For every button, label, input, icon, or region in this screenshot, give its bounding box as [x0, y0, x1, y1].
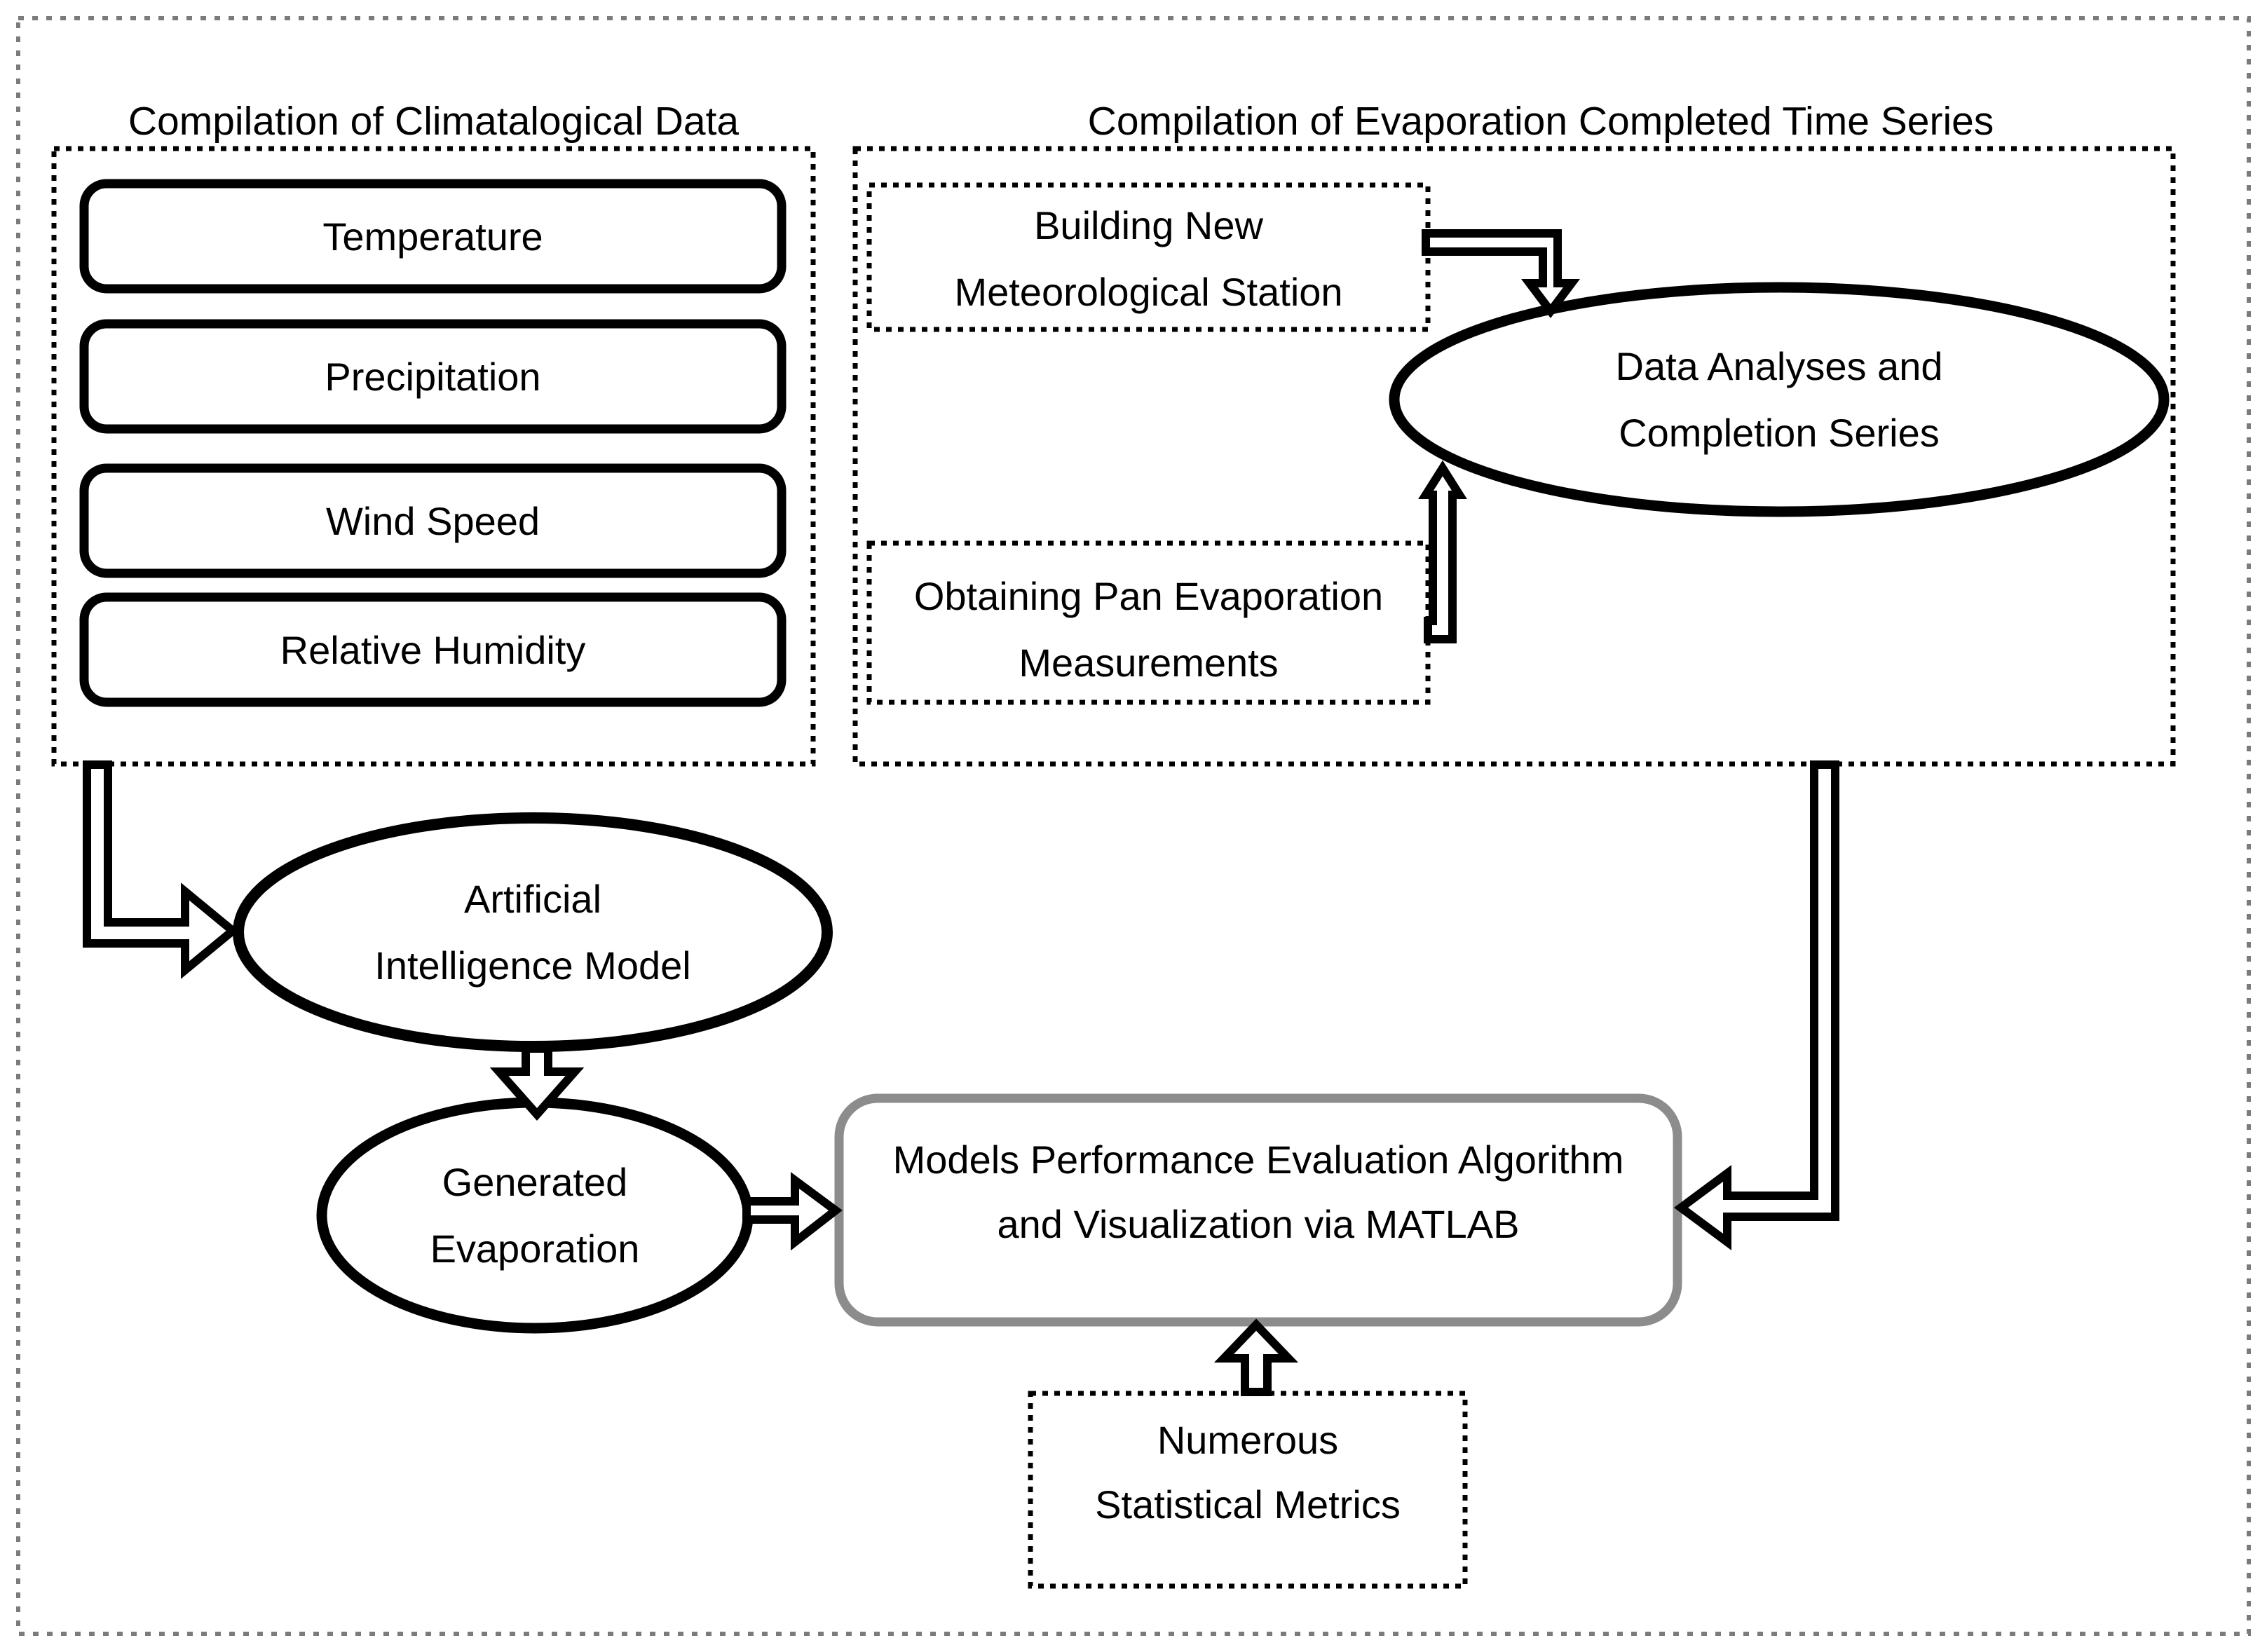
arrow-metrics-to-matlab: [1213, 1318, 1299, 1396]
relative-humidity-label-text: Relative Humidity: [280, 627, 586, 672]
data-analyses-line2: Completion Series: [1619, 411, 1940, 455]
temperature-label-text: Temperature: [322, 214, 543, 259]
data-analyses-line1: Data Analyses and: [1615, 344, 1943, 388]
wind-speed-box-label: Wind Speed: [84, 468, 782, 573]
temperature-box-label: Temperature: [84, 184, 782, 289]
matlab-box-label: Models Performance Evaluation Algorithm …: [839, 1098, 1677, 1322]
data-analyses-ellipse-label: Data Analyses and Completion Series: [1394, 287, 2164, 512]
pan-evaporation-line2: Measurements: [1019, 641, 1279, 685]
statistical-metrics-line1: Numerous: [1157, 1418, 1339, 1462]
matlab-line1: Models Performance Evaluation Algorithm: [892, 1138, 1624, 1182]
statistical-metrics-box-label: Numerous Statistical Metrics: [1030, 1393, 1465, 1586]
building-station-line2: Meteorological Station: [954, 270, 1343, 314]
generated-evaporation-line1: Generated: [442, 1160, 628, 1204]
ai-model-ellipse-label: Artificial Intelligence Model: [238, 818, 827, 1046]
precipitation-box-label: Precipitation: [84, 324, 782, 429]
left-group-title-text: Compilation of Climatalogical Data: [128, 99, 740, 144]
arrow-ai-to-generated: [489, 1044, 585, 1121]
relative-humidity-box-label: Relative Humidity: [84, 597, 782, 702]
arrow-building-to-analyses: [1422, 229, 1580, 318]
building-station-line1: Building New: [1034, 203, 1263, 247]
right-group-title: Compilation of Evaporation Completed Tim…: [882, 100, 2200, 143]
climatological-container-border: [51, 146, 816, 767]
generated-evaporation-ellipse-label: Generated Evaporation: [322, 1103, 748, 1328]
data-analyses-ellipse-shape: [1389, 282, 2170, 517]
right-group-title-text: Compilation of Evaporation Completed Tim…: [1087, 99, 1994, 144]
evaporation-container-border: [852, 146, 2176, 767]
statistical-metrics-line2: Statistical Metrics: [1095, 1482, 1401, 1527]
precipitation-box-shape: [79, 319, 787, 434]
precipitation-label-text: Precipitation: [325, 354, 541, 399]
relative-humidity-box-shape: [79, 592, 787, 707]
pan-evaporation-line1: Obtaining Pan Evaporation: [913, 574, 1384, 618]
arrow-obtaining-to-analyses: [1418, 460, 1467, 643]
ai-model-line2: Intelligence Model: [374, 943, 691, 988]
ai-model-line1: Artificial: [463, 877, 602, 921]
matlab-line2: and Visualization via MATLAB: [997, 1202, 1520, 1246]
building-station-box-label: Building New Meteorological Station: [869, 185, 1428, 329]
wind-speed-label-text: Wind Speed: [325, 498, 540, 543]
generated-evaporation-line2: Evaporation: [430, 1227, 640, 1271]
arrow-generated-to-matlab: [742, 1172, 843, 1251]
left-group-title: Compilation of Climatalogical Data: [54, 100, 813, 143]
temperature-box-shape: [79, 179, 787, 294]
building-station-box-border: [866, 182, 1431, 332]
arrow-evaporation-container-to-matlab: [1673, 760, 1839, 1250]
pan-evaporation-box-border: [866, 540, 1431, 705]
arrow-climatological-to-ai: [83, 760, 240, 979]
wind-speed-box-shape: [79, 463, 787, 578]
pan-evaporation-box-label: Obtaining Pan Evaporation Measurements: [869, 543, 1428, 702]
page-dotted-border: [16, 16, 2251, 1636]
